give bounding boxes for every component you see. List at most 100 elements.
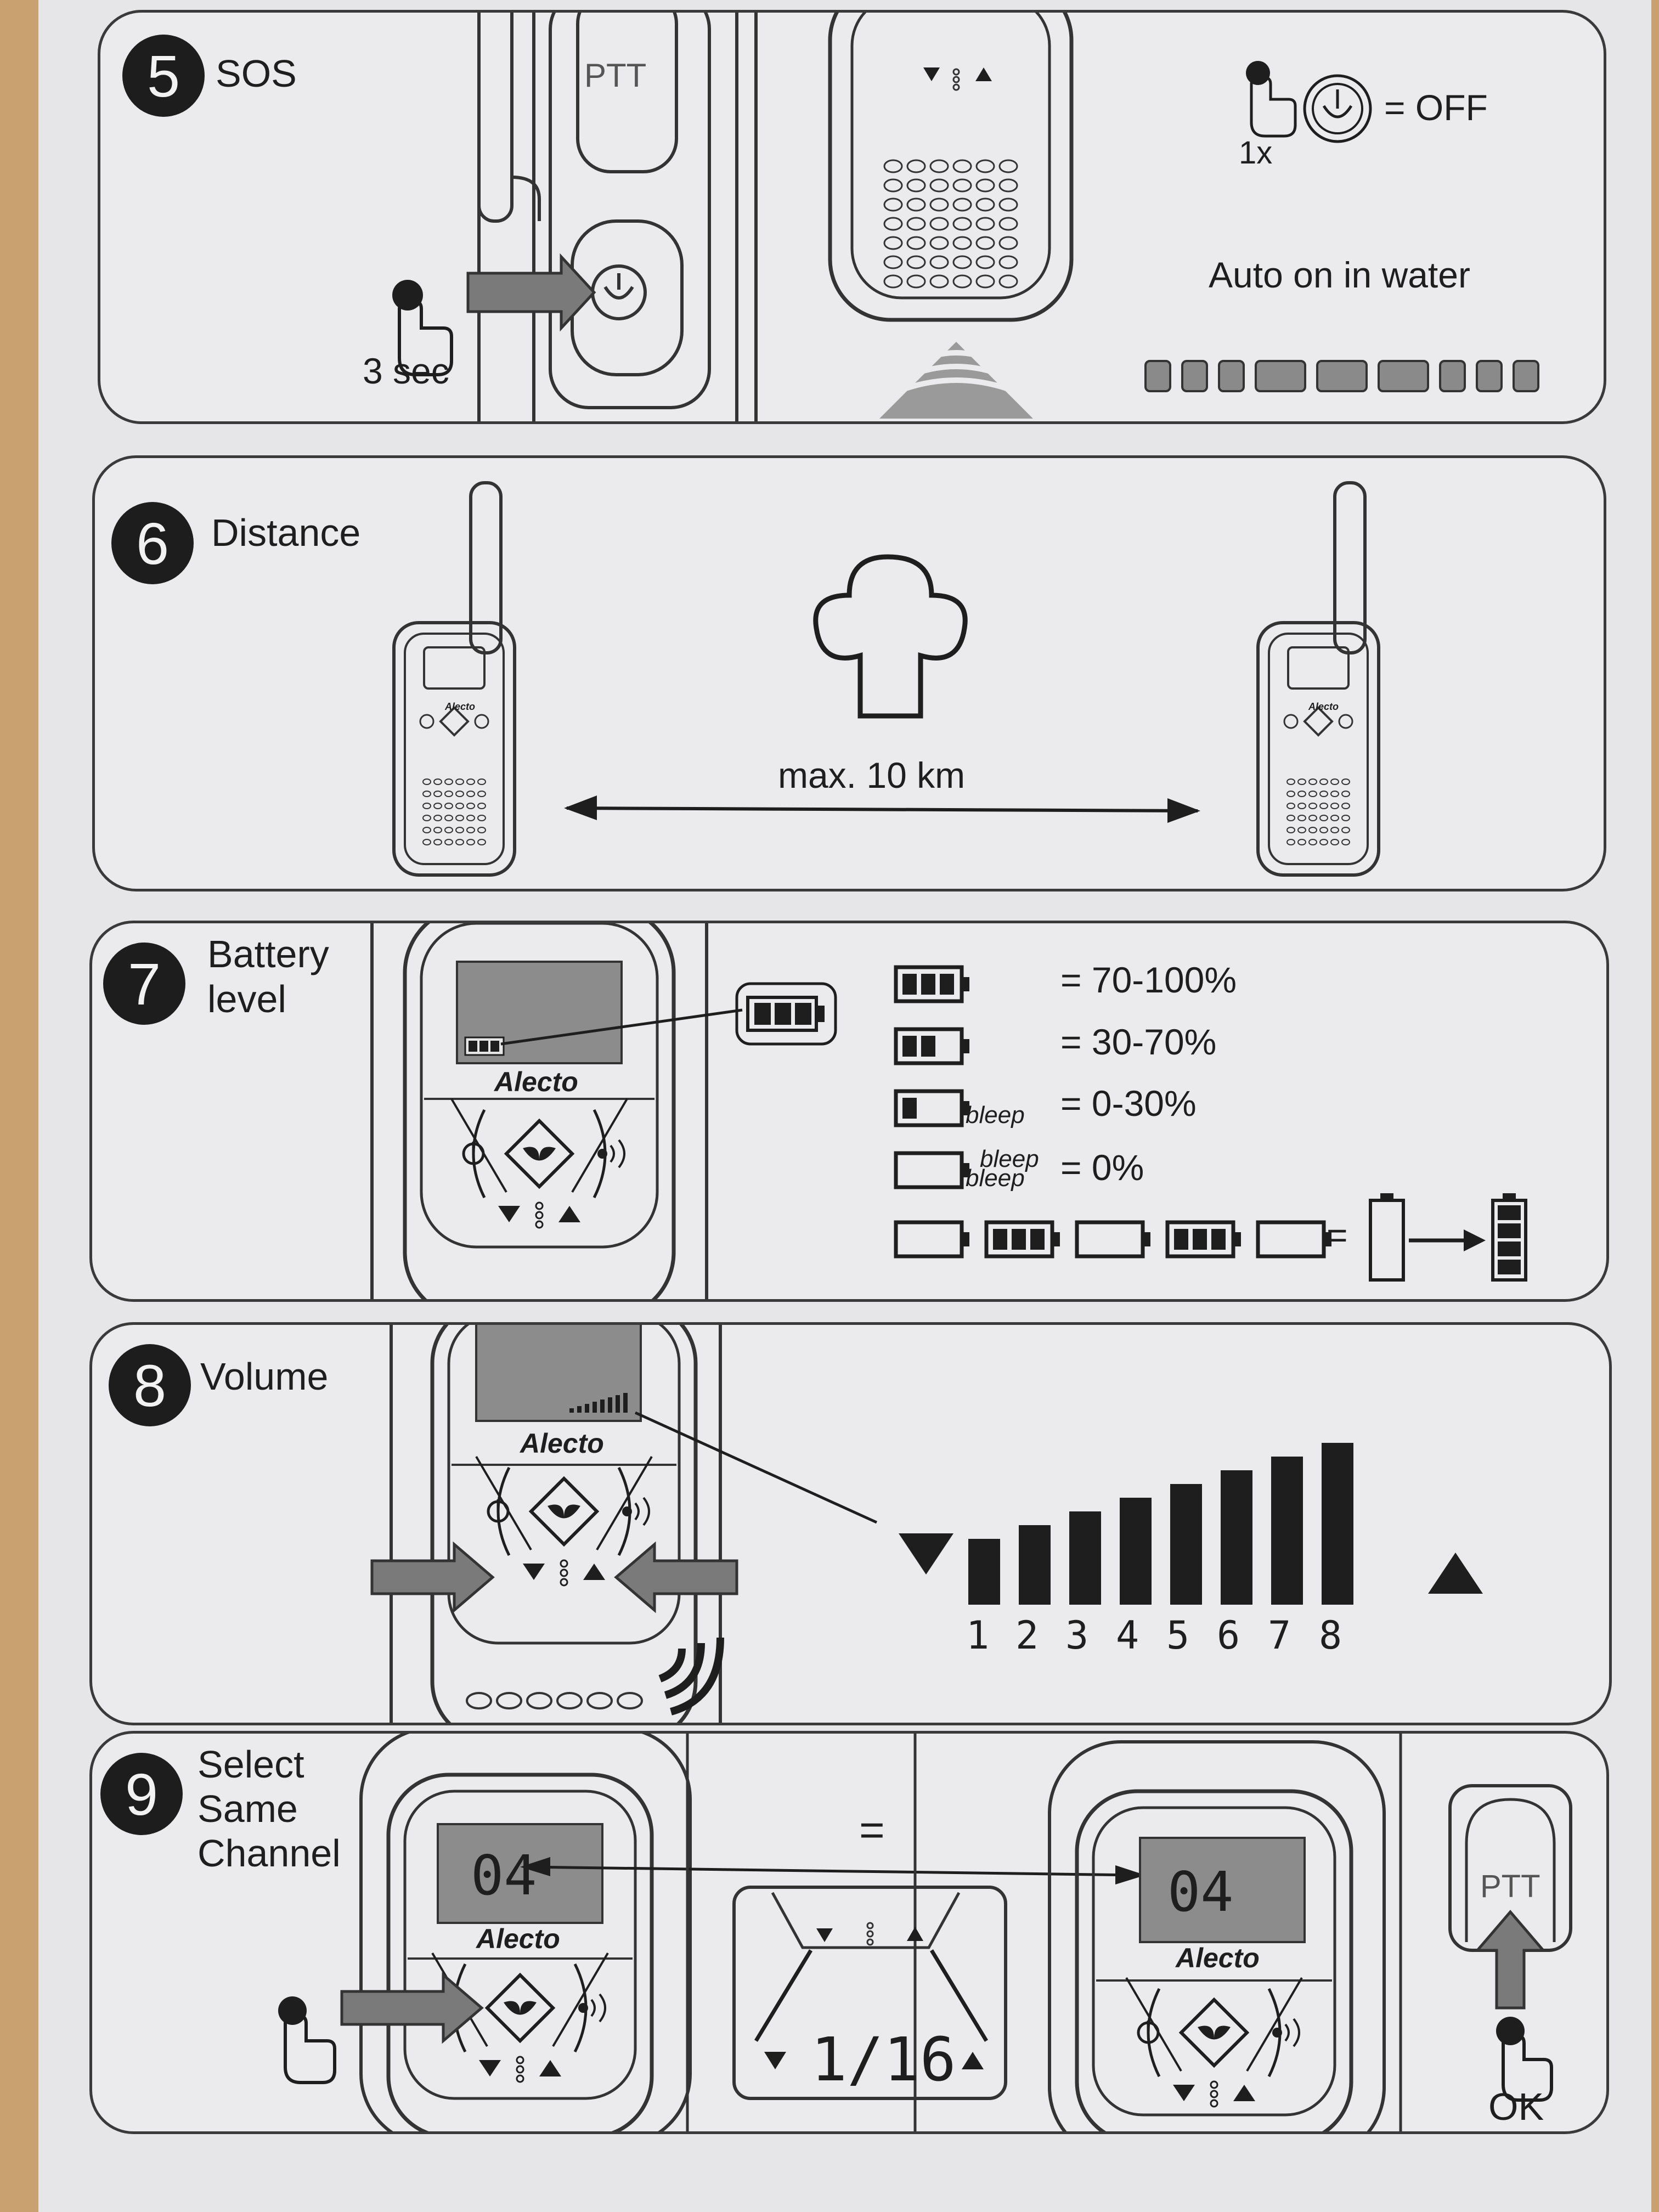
speaker-hole [1308,778,1317,785]
speaker-hole [1308,791,1317,797]
auto-on-label: Auto on in water [1209,255,1470,295]
speaker-hole [455,827,464,833]
speaker-hole [422,839,431,845]
speaker-hole [1297,815,1306,821]
speaker-hole [883,274,903,289]
battery-bar [921,974,935,995]
speaker-hole [1319,778,1328,785]
speaker-hole [883,159,903,173]
battery-level-4-text: = 0% [1060,1147,1144,1188]
up-triangle-icon [558,1206,580,1222]
light-pulse [1439,360,1466,392]
section-title-battery-1: Battery [207,933,329,975]
speaker-hole [883,255,903,269]
panel-battery: 7 Battery level Alecto = 70-100% [89,921,1609,1302]
speaker-hole [1341,791,1350,797]
panel-sos: 5 SOS [98,10,1606,424]
menu-button [484,1972,556,2044]
speaker-hole [952,159,972,173]
speaker-hole [883,236,903,250]
speaker-hole [1286,815,1295,821]
speaker-hole [1341,839,1350,845]
battery-zoom-icon [735,982,837,1046]
speaker-hole [1286,827,1295,833]
lcd-screen [475,1325,642,1422]
battery-bar [993,1229,1007,1250]
speaker-hole [883,217,903,231]
battery-bar [902,1036,917,1057]
speaker-hole [1341,827,1350,833]
speaker-hole [929,159,949,173]
radio-body [1256,621,1380,877]
speaker-hole [883,198,903,212]
call-icon [1272,2028,1282,2038]
speaker-hole [998,255,1018,269]
battery-bar [1498,1205,1521,1220]
speaker-hole [1341,815,1350,821]
speaker-hole [906,159,926,173]
step-number-7: 7 [103,943,185,1025]
finger-press-icon [392,280,453,376]
radio-body [392,621,516,877]
call-icon [597,1149,607,1159]
brand-label: Alecto [494,1066,578,1097]
walkie-talkie-right [1256,481,1380,877]
volume-bar [1271,1457,1303,1605]
battery-bar [902,1098,917,1119]
speaker-slots [466,1692,643,1709]
speaker-hole [1297,791,1306,797]
speaker-hole [906,178,926,193]
lcd-volume-bar [608,1397,612,1413]
battery-bar [1030,1229,1045,1250]
arrow-right-icon [340,1972,484,2044]
press-count-label: 1x [1239,135,1273,171]
light-pulse [1255,360,1306,392]
speaker-hole [1286,839,1295,845]
power-icon [1283,714,1299,729]
speaker-hole [466,778,475,785]
walkie-talkie-left [392,481,516,877]
battery-level-2-text: = 30-70% [1060,1022,1217,1062]
speaker-slot [496,1692,522,1709]
speaker-hole [455,815,464,821]
down-triangle-icon [923,67,940,81]
volume-bar [1322,1443,1353,1605]
speaker-hole [1319,815,1328,821]
arrow-up-icon [1474,1910,1547,2010]
antenna [469,481,503,654]
volume-level-1: 1 [966,1613,990,1658]
volume-down-icon [899,1533,953,1575]
speaker-hole [952,274,972,289]
lcd-volume-bar [623,1393,628,1413]
speaker-hole [455,778,464,785]
volume-up-icon [1428,1553,1483,1594]
lcd-screen-left [437,1823,603,1924]
speaker-hole [906,255,926,269]
volume-illustration [370,1325,1483,1723]
up-triangle-icon [539,2060,561,2076]
keypad [1125,1977,1303,2108]
channel-link-line [528,1865,1138,1877]
light-pulse [1378,360,1429,392]
volume-bar [968,1539,1000,1605]
arrow-right-icon [370,1541,495,1613]
battery-outline [894,1220,964,1259]
speaker-hole [952,255,972,269]
speaker-hole [906,198,926,212]
speaker-hole [1297,839,1306,845]
light-pulse [1218,360,1245,392]
speaker-hole [1297,778,1306,785]
battery-bar [1174,1229,1188,1250]
brand-label-left: Alecto [476,1923,560,1954]
brand-label-left: Alecto [445,701,476,712]
sos-light-pattern [1144,360,1539,392]
light-pulse [1513,360,1539,392]
speaker-hole [1308,827,1317,833]
finger-press-icon [1246,61,1297,138]
bleep-label-top: bleep [980,1146,1039,1172]
battery-bar [940,974,954,995]
ptt-button-outline [576,13,678,173]
radio-front [430,1325,698,1723]
battery-bar [1498,1260,1521,1274]
sos-off-label: = OFF [1384,87,1488,128]
